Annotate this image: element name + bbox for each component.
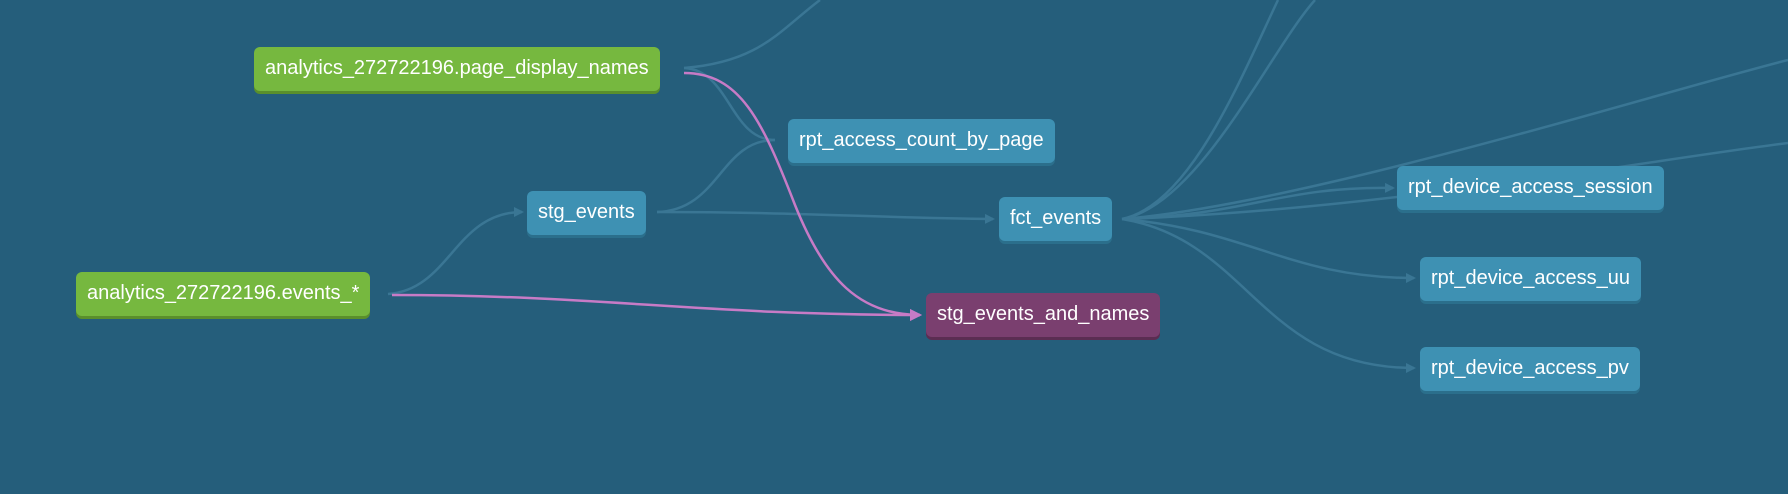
node-rpt-device-access-uu[interactable]: rpt_device_access_uu <box>1420 257 1642 301</box>
node-rpt-device-access-pv[interactable]: rpt_device_access_pv <box>1420 347 1640 391</box>
node-fct-events[interactable]: fct_events <box>999 197 1113 241</box>
node-page-display-names[interactable]: analytics_272722196.page_display_names <box>254 47 660 91</box>
edge-stg-events-to-rpt-access-count <box>656 138 776 214</box>
node-events-raw[interactable]: analytics_272722196.events_* <box>76 272 371 316</box>
node-rpt-access-count-by-page[interactable]: rpt_access_count_by_page <box>788 119 1055 163</box>
edge-events-raw-to-stg-events-and-names <box>391 293 922 321</box>
node-rpt-device-access-session[interactable]: rpt_device_access_session <box>1397 166 1664 210</box>
edge-fct-to-offscreen-1 <box>1121 0 1280 221</box>
edge-fct-to-offscreen-3 <box>1121 58 1788 221</box>
edge-page-names-offscreen <box>683 0 821 70</box>
edge-page-names-to-stg-events-and-names <box>683 71 922 321</box>
edge-events-raw-to-stg-events <box>387 207 524 296</box>
edge-fct-to-rpt-device-uu <box>1121 217 1416 283</box>
node-stg-events-and-names[interactable]: stg_events_and_names <box>926 293 1161 337</box>
node-stg-events[interactable]: stg_events <box>527 191 646 235</box>
edge-fct-to-rpt-device-pv <box>1121 217 1416 373</box>
edge-fct-to-offscreen-2 <box>1121 0 1316 221</box>
edge-stg-events-to-fct-events <box>656 210 995 224</box>
edge-page-names-to-rpt-access-count <box>683 66 776 142</box>
